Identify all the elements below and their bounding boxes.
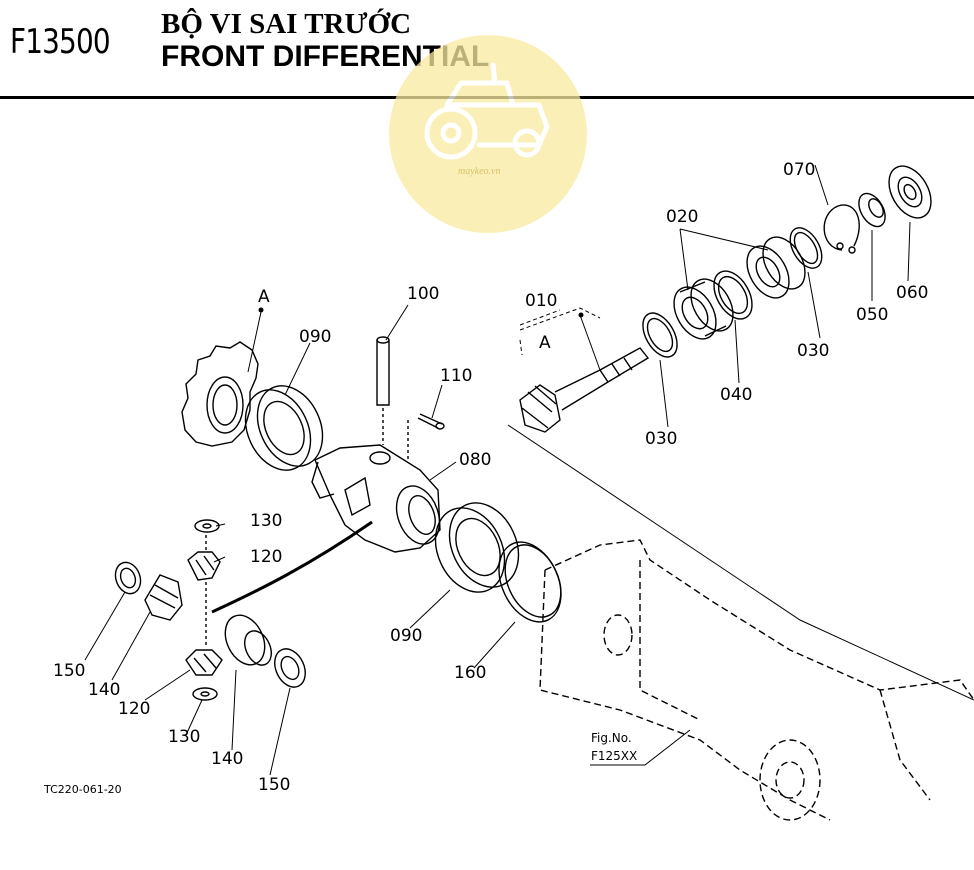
callout-040: 040 — [720, 385, 752, 405]
watermark-text: maykeo.vn — [458, 166, 501, 177]
callout-030-left: 030 — [645, 429, 677, 449]
seal-060 — [888, 165, 932, 219]
callout-140-right: 140 — [211, 749, 243, 769]
ring-gear — [181, 341, 259, 447]
bearing-020-left — [673, 278, 734, 340]
circlip-070 — [823, 204, 860, 254]
drawing-code: TC220-061-20 — [43, 783, 122, 796]
collar-040 — [713, 270, 753, 320]
bearing-090-lower — [434, 502, 520, 593]
callout-160: 160 — [454, 663, 486, 683]
callout-100: 100 — [407, 284, 439, 304]
watermark-badge — [389, 35, 587, 233]
thrust-washer-150-left — [114, 561, 142, 595]
tractor-icon — [424, 62, 550, 160]
figure-code: F13500 — [10, 22, 111, 62]
callout-010: 010 — [525, 291, 557, 311]
fig-ref-label: Fig.No. — [591, 731, 632, 745]
callout-140-left: 140 — [88, 680, 120, 700]
differential-case — [311, 444, 441, 553]
shim-030-right — [789, 227, 823, 269]
callout-150-right: 150 — [258, 775, 290, 795]
callout-090-upper: 090 — [299, 327, 331, 347]
side-gear-140-right — [224, 614, 272, 666]
pinion-shaft — [519, 347, 650, 433]
pinion-120-lower — [185, 649, 223, 676]
callout-030-right: 030 — [797, 341, 829, 361]
side-gear-140-left — [144, 574, 183, 621]
callout-050: 050 — [856, 305, 888, 325]
fig-ref-number: F125XX — [591, 749, 637, 763]
axle-housing — [539, 539, 974, 821]
callout-090-lower: 090 — [390, 626, 422, 646]
callout-130-upper: 130 — [250, 511, 282, 531]
callout-080: 080 — [459, 450, 491, 470]
nut-050 — [858, 192, 886, 228]
washer-130-lower — [192, 687, 218, 701]
callout-070: 070 — [783, 160, 815, 180]
callout-130-lower: 130 — [168, 727, 200, 747]
spring-pin-110 — [407, 413, 445, 460]
thrust-washer-150-right — [274, 648, 306, 688]
section-mark-a-gear: A — [258, 287, 270, 307]
callout-020: 020 — [666, 207, 698, 227]
pinion-120-upper — [187, 551, 221, 581]
pin-100 — [376, 336, 390, 445]
callout-110: 110 — [440, 366, 472, 386]
shim-030-left — [642, 312, 678, 358]
bearing-090-upper — [244, 385, 324, 471]
callout-150-left: 150 — [53, 661, 85, 681]
callout-060: 060 — [896, 283, 928, 303]
title-vietnamese: BỘ VI SAI TRƯỚC — [161, 8, 412, 40]
leader-lines — [84, 164, 974, 776]
section-mark-a-shaft: A — [539, 333, 551, 353]
o-ring-160 — [498, 541, 562, 623]
callout-120-upper: 120 — [250, 547, 282, 567]
callout-120-lower: 120 — [118, 699, 150, 719]
washer-130-upper — [194, 519, 220, 533]
